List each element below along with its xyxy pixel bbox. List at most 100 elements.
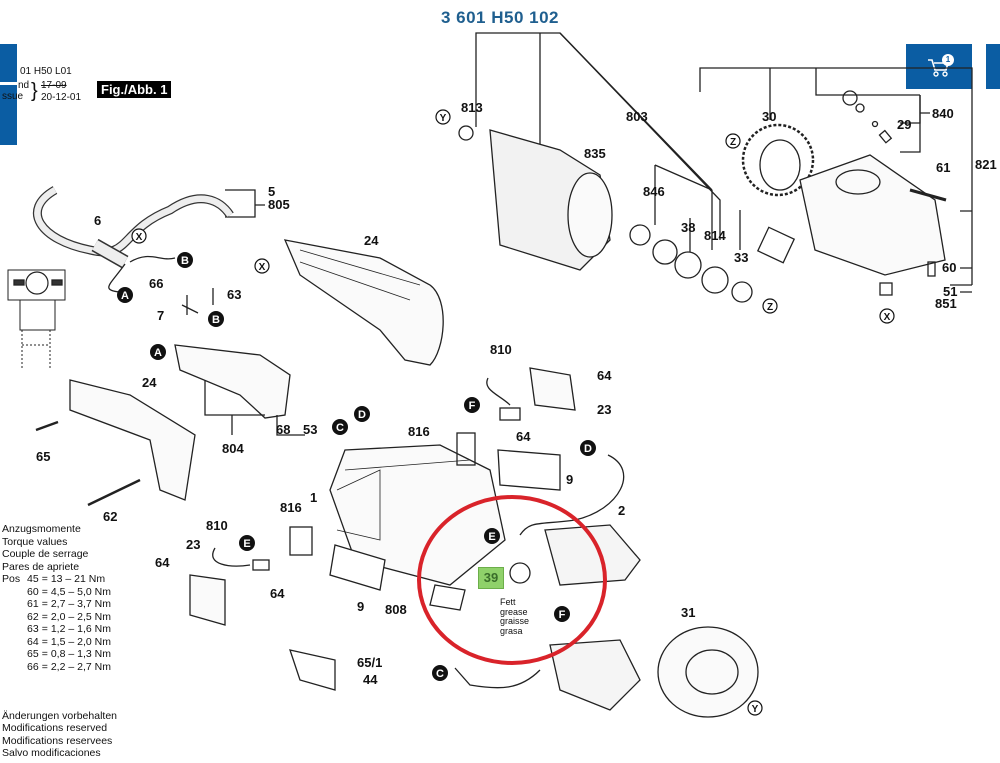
svg-text:E: E (243, 538, 250, 550)
ref-X-cord: X (131, 228, 147, 244)
handle-24-side (69, 379, 196, 501)
label-63: 63 (227, 287, 241, 302)
wiring-schematic (7, 269, 66, 331)
issue-label: ssue (2, 91, 24, 102)
stand-label: nd (18, 80, 30, 91)
note-fr: Modifications reservees (2, 734, 113, 747)
highlighted-part-39[interactable]: 39 (478, 567, 504, 589)
svg-text:X: X (136, 232, 143, 243)
connector-A-switch: A (150, 344, 166, 360)
label-810-left: 810 (206, 518, 228, 533)
page-title: 3 601 H50 102 (440, 8, 560, 27)
torque-pos: 64 (27, 635, 39, 648)
torque-value: 1,2 – 1,6 Nm (50, 623, 111, 636)
torque-value: 4,5 – 5,0 Nm (50, 585, 111, 598)
brace: } (31, 80, 38, 102)
label-60: 60 (942, 260, 956, 275)
svg-text:A: A (121, 290, 129, 302)
label-803: 803 (626, 109, 648, 124)
torque-title-fr: Couple de serrage (2, 548, 89, 561)
cart-button[interactable]: 1 (906, 44, 972, 89)
connector-B-switch: B (208, 311, 224, 327)
label-33: 33 (734, 250, 748, 265)
label-851: 851 (935, 296, 957, 311)
ref-Y-top: Y (435, 109, 451, 125)
torque-pos-label (2, 598, 27, 611)
connector-F-circle: F (554, 606, 570, 622)
torque-pos-label (2, 661, 27, 674)
brush-cap-23-left (189, 574, 226, 626)
svg-text:Z: Z (767, 302, 773, 313)
circlip-846 (629, 224, 651, 246)
label-24-top: 24 (364, 233, 379, 248)
ref-Y-cover: Y (747, 700, 763, 716)
torque-pos: 62 (27, 610, 39, 623)
label-805: 805 (268, 197, 290, 212)
torque-title-en: Torque values (2, 535, 68, 548)
torque-eq: = (41, 610, 48, 623)
torque-value: 13 – 21 Nm (50, 573, 106, 586)
connector-C-bottom: C (432, 665, 448, 681)
connector-B-cord: B (177, 252, 193, 268)
ref-Z-gear: Z (725, 133, 741, 149)
brush-holder-816-left (289, 526, 313, 556)
label-2: 2 (618, 503, 625, 518)
side-panel-button[interactable] (986, 44, 1000, 89)
brush-cap-23-top (529, 367, 576, 411)
torque-pos: 63 (27, 623, 39, 636)
torque-value: 2,7 – 3,7 Nm (50, 598, 111, 611)
power-cord (34, 187, 233, 256)
svg-text:F: F (559, 609, 566, 621)
torque-row: 62=2,0 – 2,5 Nm (2, 611, 114, 624)
leader-840-bracket (815, 68, 930, 124)
label-1: 1 (310, 490, 317, 505)
svg-text:D: D (584, 443, 592, 455)
label-53: 53 (303, 422, 317, 437)
torque-eq: = (41, 598, 48, 611)
torque-pos-label (2, 611, 27, 624)
note-de: Änderungen vorbehalten (2, 710, 118, 722)
cord-grommet (92, 240, 128, 267)
connector-E-left: E (239, 535, 255, 551)
label-29: 29 (897, 117, 911, 132)
sidebar-button-bottom[interactable] (0, 85, 17, 145)
grease-note-fr: graisse (500, 616, 530, 626)
gear-30 (741, 123, 815, 197)
connector-F-top: F (464, 397, 480, 413)
torque-row: 65=0,8 – 1,3 Nm (2, 648, 114, 661)
torque-pos: 65 (27, 648, 39, 661)
label-61: 61 (936, 160, 950, 175)
svg-text:Z: Z (730, 137, 736, 148)
label-64-mid: 64 (516, 429, 531, 444)
torque-pos: 45 (27, 573, 39, 586)
plate-9-top (497, 449, 561, 491)
note-en: Modifications reserved (2, 722, 108, 735)
figure-label: Fig./Abb. 1 (97, 81, 172, 98)
switch-804 (174, 344, 291, 419)
handle-24-top (283, 239, 444, 366)
torque-eq: = (41, 648, 48, 661)
label-62: 62 (103, 509, 117, 524)
grease-note-es: grasa (500, 625, 523, 636)
label-64-bottom: 64 (270, 586, 285, 601)
svg-text:A: A (154, 347, 162, 359)
ref-X-housing: X (879, 308, 895, 324)
label-68: 68 (276, 422, 290, 437)
torque-eq: = (41, 585, 48, 598)
doc-number: 01 H50 L01 (20, 66, 72, 77)
label-810-top: 810 (490, 342, 512, 357)
plate-808 (429, 584, 466, 611)
torque-row: 60=4,5 – 5,0 Nm (2, 586, 114, 599)
svg-text:D: D (358, 409, 366, 421)
torque-pos: 60 (27, 585, 39, 598)
leader-821-bracket (699, 67, 973, 285)
label-808: 808 (385, 602, 407, 617)
svg-text:B: B (212, 314, 220, 326)
cover-31 (657, 626, 759, 718)
sidebar-button-top[interactable] (0, 44, 17, 82)
label-9-top: 9 (566, 472, 573, 487)
torque-row: 64=1,5 – 2,0 Nm (2, 636, 114, 649)
svg-text:Y: Y (752, 704, 759, 715)
label-65-1: 65/1 (357, 655, 382, 670)
torque-pos-label (2, 648, 27, 661)
